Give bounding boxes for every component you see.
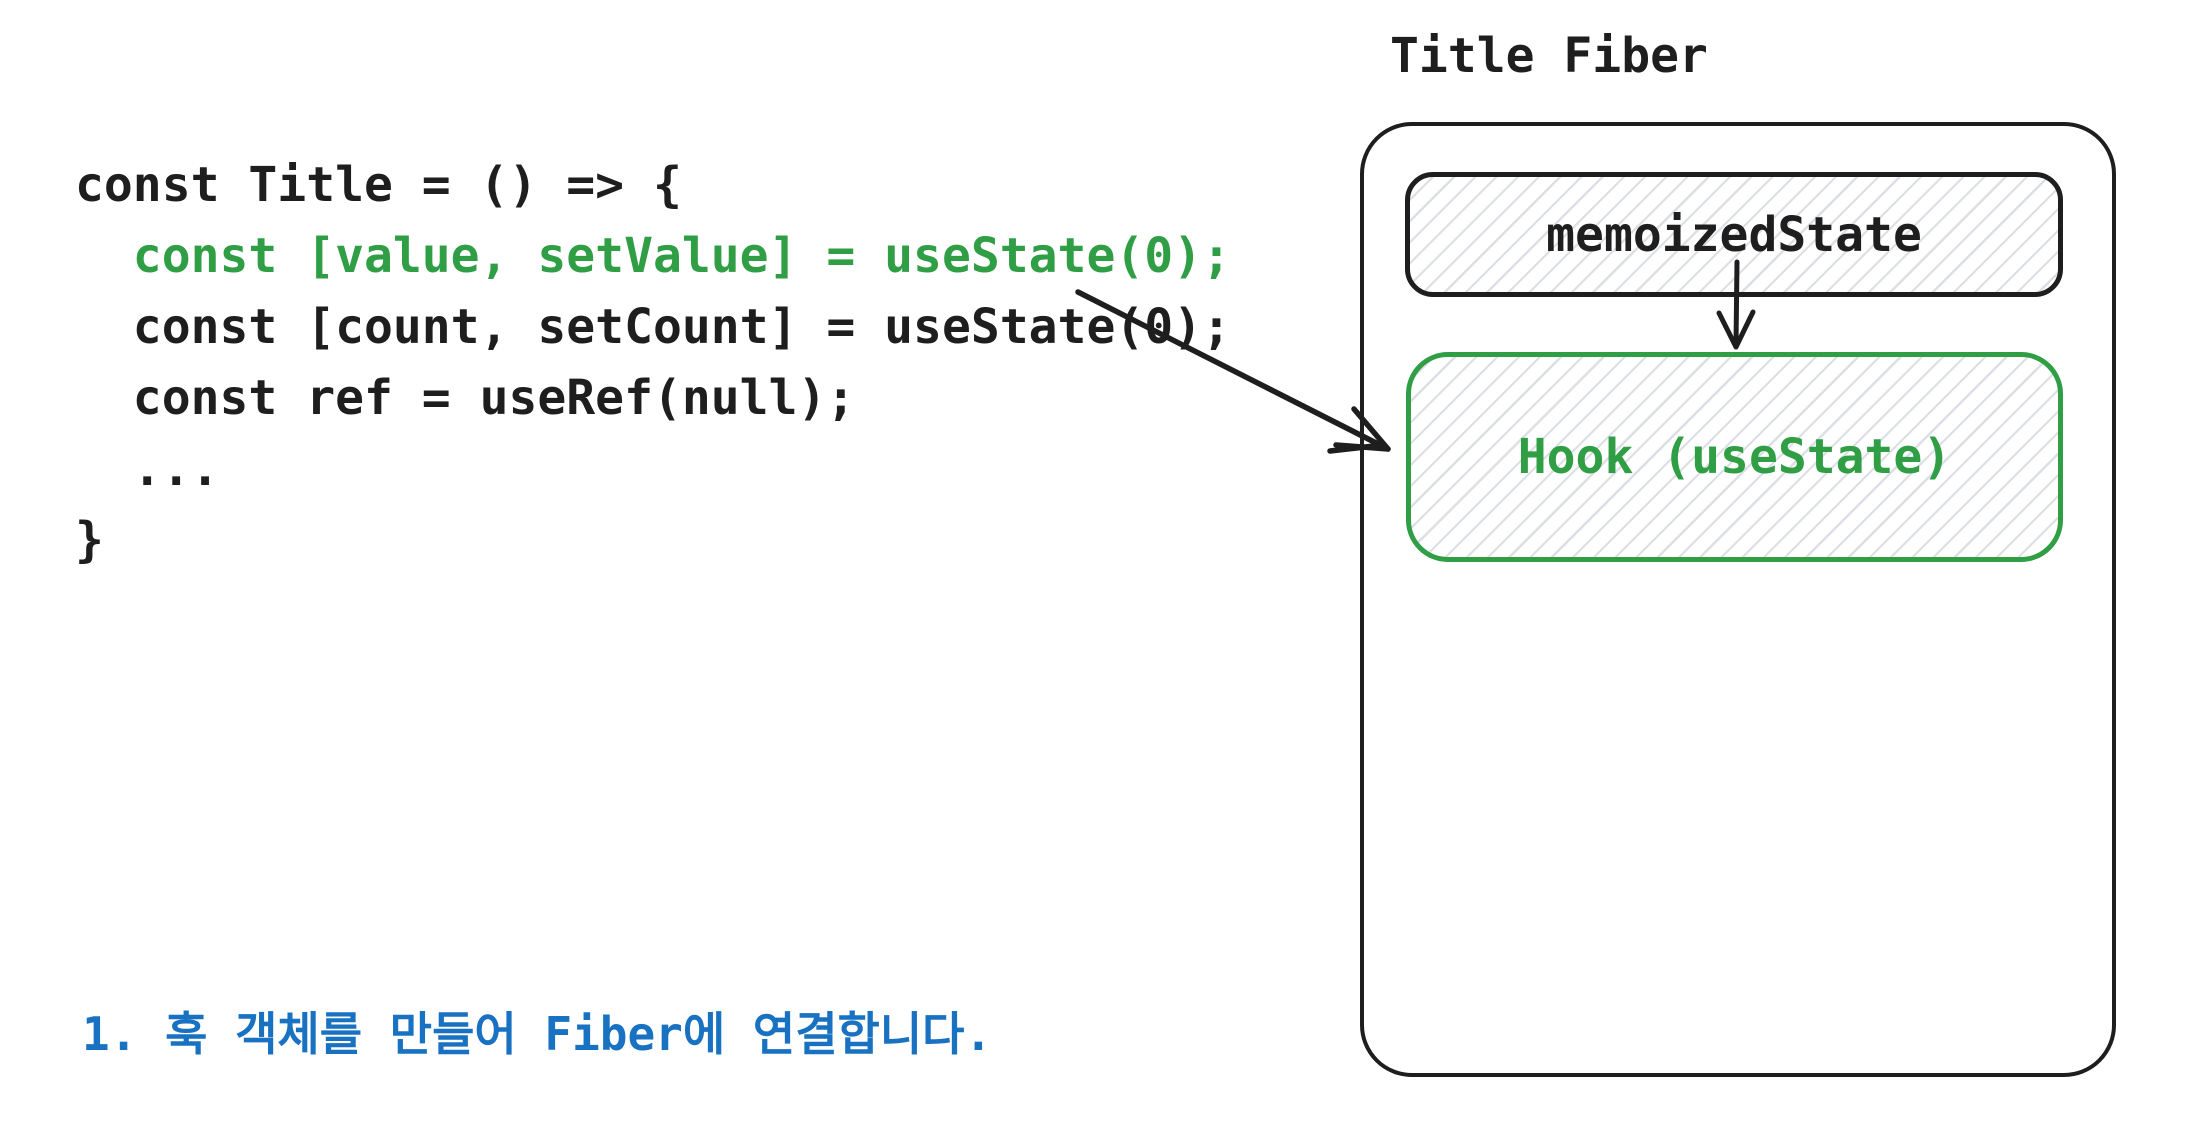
- code-line-6-ellipsis: ...: [75, 441, 220, 497]
- code-line-1: const Title = () => {: [75, 157, 682, 213]
- step-note: 1. 훅 객체를 만들어 Fiber에 연결합니다.: [82, 1007, 993, 1061]
- fiber-box-title: Title Fiber: [1390, 28, 1708, 84]
- memoized-state-box: memoizedState: [1405, 172, 2063, 297]
- memoized-state-label: memoizedState: [1546, 206, 1922, 263]
- hook-usestate-label: Hook (useState): [1517, 429, 1952, 485]
- hook-usestate-box: Hook (useState): [1406, 352, 2063, 562]
- code-block: const Title = () => { const [value, setV…: [75, 150, 1231, 576]
- code-line-7: }: [75, 512, 104, 568]
- code-line-4: const ref = useRef(null);: [75, 370, 856, 426]
- code-line-3: const [count, setCount] = useState(0);: [75, 299, 1231, 355]
- code-line-2-highlighted: const [value, setValue] = useState(0);: [75, 228, 1231, 284]
